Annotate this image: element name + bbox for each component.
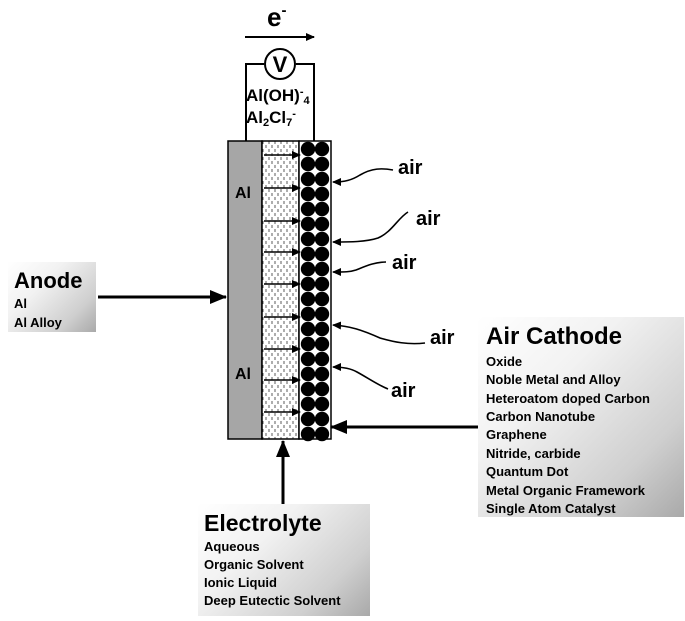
anode-item: Al [14,296,27,312]
species-chloroaluminate: Al2Cl7- [246,108,296,129]
electron-label: e- [267,2,286,33]
cathode-item: Oxide [486,353,523,369]
catalyst-particle [300,381,316,397]
catalyst-particle [314,216,330,232]
species-aluminate: Al(OH)-4 [246,86,310,107]
catalyst-particle [314,276,330,292]
electrolyte-item: Organic Solvent [204,557,304,573]
species-aluminate-count: 4 [303,95,310,107]
catalyst-particle [300,426,316,442]
catalyst-particle [300,156,316,172]
air-arrow [332,261,387,276]
electrolyte-title: Electrolyte [204,510,322,536]
electrolyte-item: Aqueous [204,539,260,555]
electrolyte-item: Ionic Liquid [204,575,277,591]
catalyst-particle [314,201,330,217]
air-label: air [430,327,455,349]
catalyst-particle [300,366,316,382]
species-aluminate-charge: - [299,86,304,98]
catalyst-particle [314,306,330,322]
catalyst-particle [314,261,330,277]
catalyst-particle [300,141,316,157]
cathode-title: Air Cathode [486,323,623,350]
catalyst-particle [314,396,330,412]
catalyst-particle [300,276,316,292]
catalyst-particle [300,336,316,352]
catalyst-particle [300,306,316,322]
catalyst-particle [300,246,316,262]
catalyst-particle [300,216,316,232]
catalyst-particle [314,426,330,442]
air-arrow [332,168,394,186]
catalyst-particle [300,396,316,412]
cathode-item: Single Atom Catalyst [486,501,616,517]
anode-metal-label-bottom: Al [235,366,251,383]
catalyst-particle [314,381,330,397]
catalyst-particle [314,231,330,247]
species-chloroaluminate-al-count: 2 [263,117,270,129]
species-chloroaluminate-charge: - [292,108,296,120]
catalyst-particle [300,411,316,427]
electrolyte-region [261,140,300,440]
cathode-item: Heteroatom doped Carbon [486,390,650,406]
electron-charge: - [281,2,287,19]
catalyst-particle [300,186,316,202]
catalyst-particle [300,291,316,307]
electron-symbol: e [267,2,282,32]
anode-box: Anode Al Al Alloy [8,262,96,332]
voltmeter-icon [264,48,296,80]
catalyst-particle [300,261,316,277]
catalyst-particle [300,171,316,187]
air-arrow [332,211,409,246]
air-cathode-box: Air Cathode Oxide Noble Metal and Alloy … [478,317,684,517]
anode-title: Anode [14,268,83,293]
species-chloroaluminate-al: Al [246,108,263,127]
anode-item: Al Alloy [14,315,62,331]
electrolyte-item: Deep Eutectic Solvent [204,593,341,609]
catalyst-particle [300,231,316,247]
catalyst-particles [300,141,330,442]
catalyst-particle [300,351,316,367]
cathode-item: Metal Organic Framework [486,482,645,498]
voltmeter-symbol: V [273,52,288,77]
catalyst-particle [314,366,330,382]
catalyst-particle [300,321,316,337]
catalyst-particle [314,411,330,427]
species-chloroaluminate-cl: Cl [269,108,287,127]
external-circuit-wire [245,63,264,141]
electrolyte-box: Electrolyte Aqueous Organic Solvent Ioni… [198,504,370,616]
ion-transport-arrows [264,151,301,416]
cathode-item: Nitride, carbide [486,445,581,461]
catalyst-particle [314,186,330,202]
catalyst-particle [314,171,330,187]
air-label: air [392,252,417,274]
cathode-item: Carbon Nanotube [486,408,596,424]
catalyst-particle [314,156,330,172]
cathode-item: Noble Metal and Alloy [486,372,621,388]
cathode-item: Graphene [486,427,547,443]
air-label: air [416,208,441,230]
catalyst-particle [314,141,330,157]
catalyst-particle [314,336,330,352]
catalyst-particle [314,246,330,262]
air-label: air [391,380,416,402]
species-chloroaluminate-cl-count: 7 [286,117,293,129]
air-label: air [398,157,423,179]
anode-metal-label-top: Al [235,185,251,202]
catalyst-particle [314,351,330,367]
external-circuit-wire-right [296,63,315,141]
catalyst-particle [314,321,330,337]
air-arrow [332,321,426,345]
air-arrow [332,363,389,390]
catalyst-particle [300,201,316,217]
species-aluminate-base: Al(OH) [246,86,300,105]
catalyst-particle [314,291,330,307]
cathode-item: Quantum Dot [486,464,569,480]
